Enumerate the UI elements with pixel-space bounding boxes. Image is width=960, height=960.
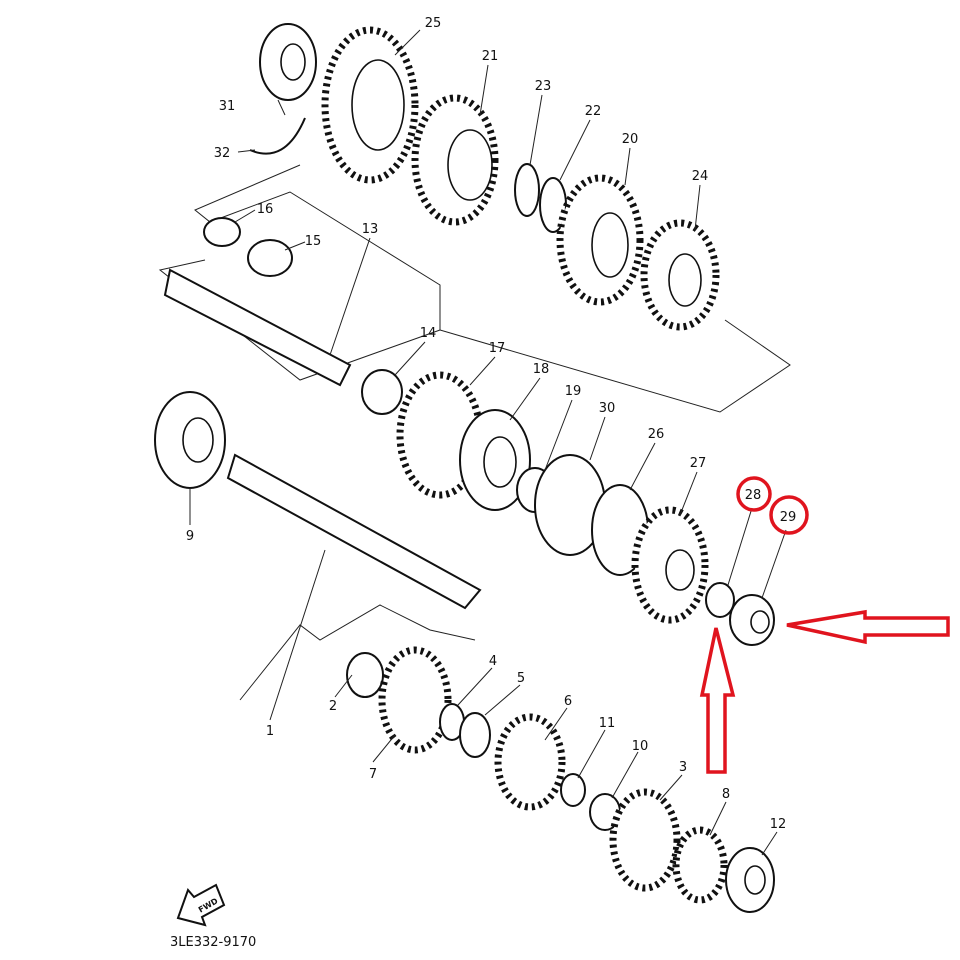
sprocket-27-hub (665, 549, 695, 591)
arrow-up-to-washer-28 (699, 627, 736, 774)
part-label-10: 10 (632, 739, 649, 754)
part-label-28: 28 (745, 488, 762, 503)
gear-7 (378, 646, 452, 754)
drawing-code: 3LE332-9170 (170, 935, 256, 950)
gear-25 (321, 26, 419, 184)
part-label-27: 27 (690, 456, 707, 471)
part-label-32: 32 (214, 146, 231, 161)
circlip-5 (459, 712, 491, 758)
part-label-24: 24 (692, 169, 709, 184)
part-label-20: 20 (622, 132, 639, 147)
part-label-22: 22 (585, 104, 602, 119)
bearing-31-bore (280, 43, 306, 81)
part-label-4: 4 (489, 654, 497, 669)
gear-18 (459, 409, 531, 511)
part-label-29: 29 (780, 510, 797, 525)
bushing-16 (203, 217, 241, 247)
gear-21 (411, 94, 499, 226)
part-label-26: 26 (648, 427, 665, 442)
part-label-2: 2 (329, 699, 337, 714)
gear-24 (640, 219, 720, 331)
part-label-12: 12 (770, 817, 787, 832)
gear-6 (494, 713, 566, 811)
part-label-18: 18 (533, 362, 550, 377)
part-label-15: 15 (305, 234, 322, 249)
collar-2 (346, 652, 384, 698)
part-label-9: 9 (186, 529, 194, 544)
gear-18-hub (483, 436, 517, 488)
nut-29 (729, 594, 775, 646)
washer-23 (514, 163, 540, 217)
part-label-31: 31 (219, 99, 236, 114)
washer-11 (560, 773, 586, 807)
bearing-14 (361, 369, 403, 415)
part-label-19: 19 (565, 384, 582, 399)
highlight-circle-28 (736, 476, 772, 512)
bushing-15 (247, 239, 293, 277)
part-label-11: 11 (599, 716, 616, 731)
part-label-1: 1 (266, 724, 274, 739)
part-label-25: 25 (425, 16, 442, 31)
gear-20-hub (591, 212, 629, 278)
highlight-circle-29 (769, 495, 809, 535)
part-label-30: 30 (599, 401, 616, 416)
arrow-left-to-nut-29 (786, 609, 950, 645)
group-bracket-shaft (158, 259, 441, 381)
forward-direction-icon: FWD (176, 883, 226, 927)
part-label-17: 17 (489, 341, 506, 356)
bearing-31 (259, 23, 317, 101)
part-label-7: 7 (369, 767, 377, 782)
part-label-21: 21 (482, 49, 499, 64)
part-label-14: 14 (420, 326, 437, 341)
sprocket-27 (631, 506, 709, 624)
lock-washer-28 (705, 582, 735, 618)
group-bracket-lower (239, 604, 476, 701)
gear-25-hub (351, 59, 405, 151)
part-label-23: 23 (535, 79, 552, 94)
gear-3 (609, 788, 681, 892)
bearing-12-bore (744, 865, 766, 895)
part-label-13: 13 (362, 222, 379, 237)
nut-29-bore (750, 610, 770, 634)
bearing-12 (725, 847, 775, 913)
part-label-3: 3 (679, 760, 687, 775)
drive-axle-1 (226, 453, 482, 610)
leader-lines (189, 29, 787, 856)
gear-21-hub (447, 129, 493, 201)
circlip-32 (249, 117, 306, 155)
part-label-6: 6 (564, 694, 572, 709)
part-label-16: 16 (257, 202, 274, 217)
main-axle-13 (163, 268, 352, 387)
part-label-8: 8 (722, 787, 730, 802)
bearing-9-bore (182, 417, 214, 463)
gear-24-hub (668, 253, 702, 307)
bearing-9 (154, 391, 226, 489)
gear-8 (672, 826, 728, 904)
part-label-5: 5 (517, 671, 525, 686)
